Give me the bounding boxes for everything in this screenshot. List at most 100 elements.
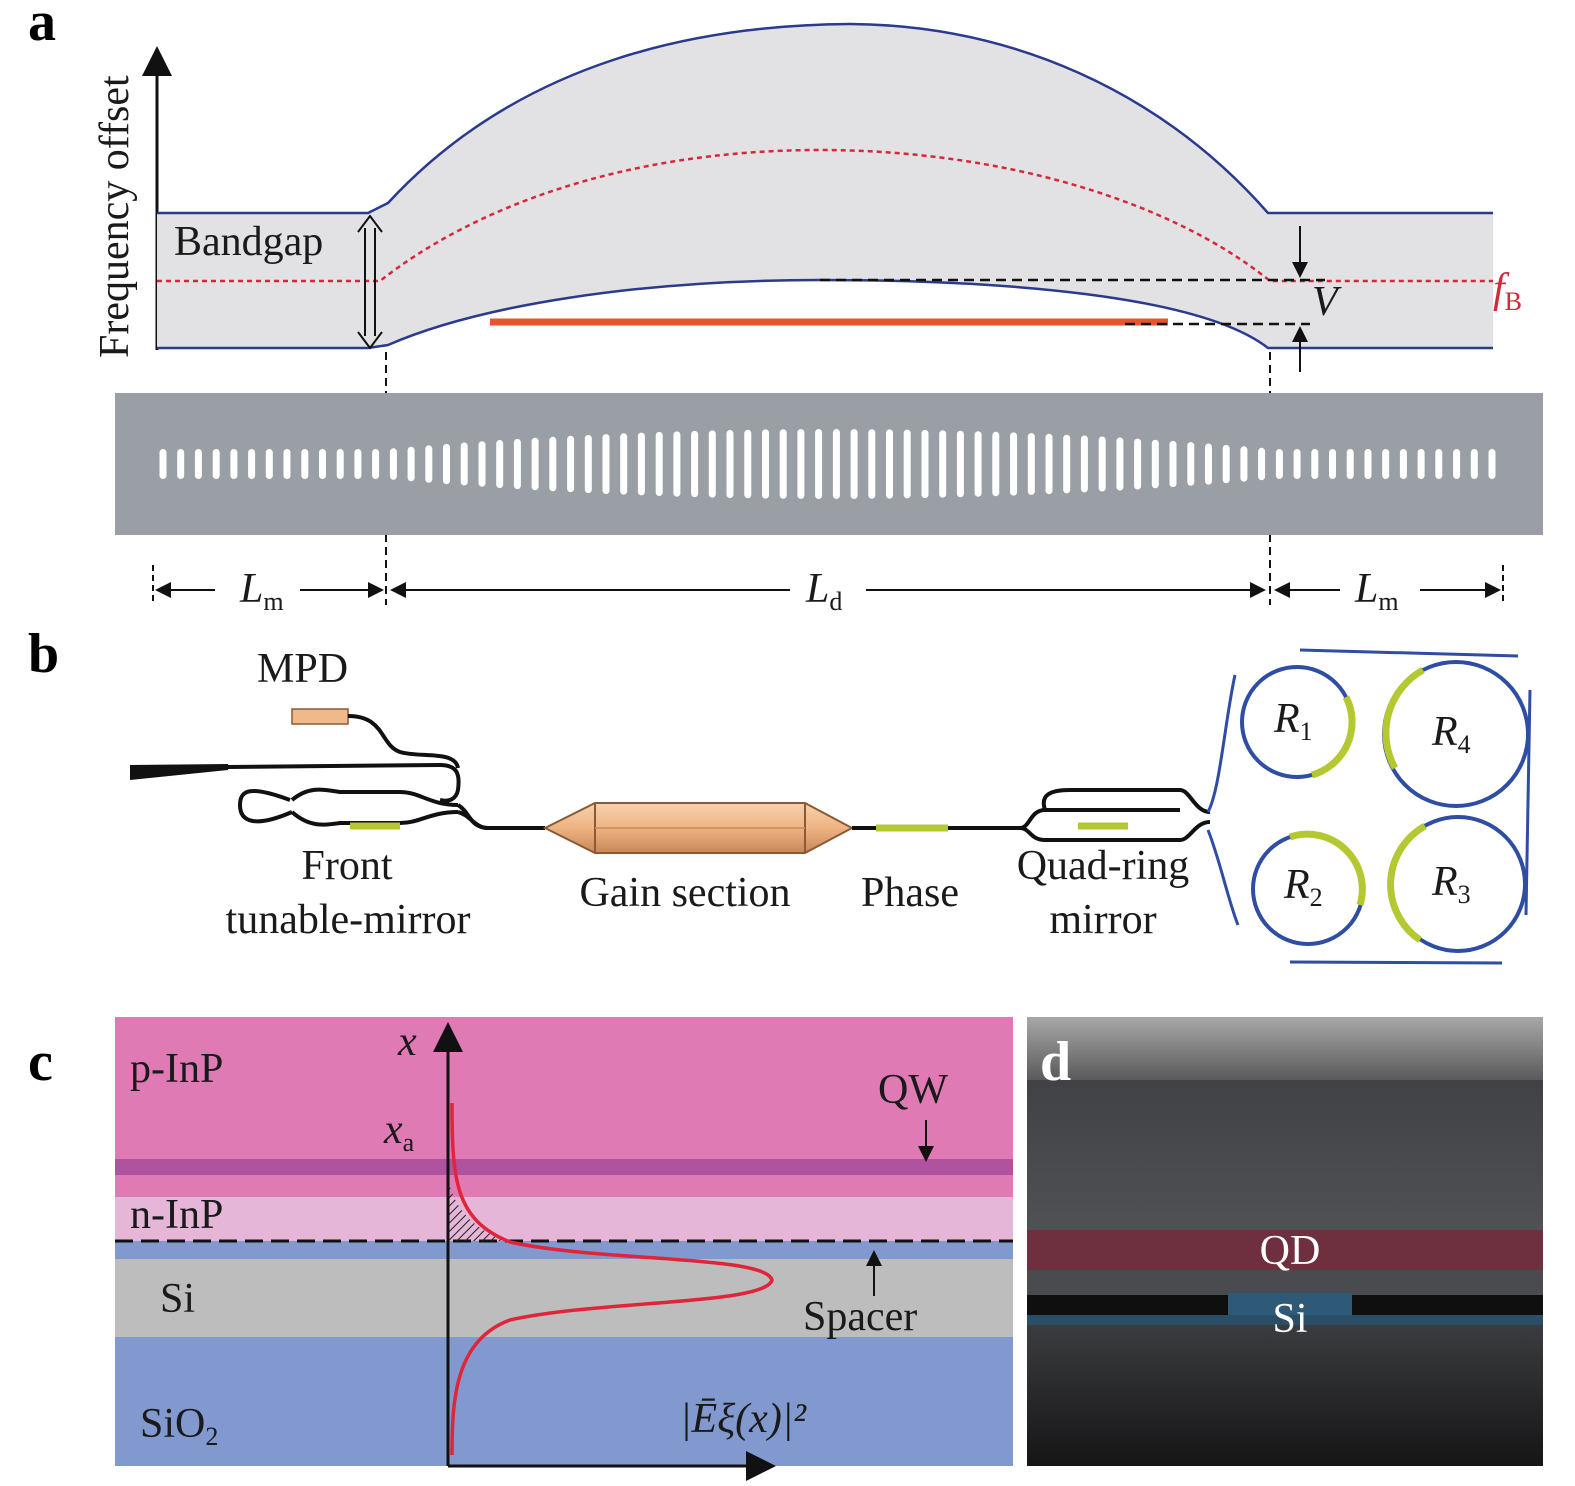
bandgap-arrow xyxy=(357,214,383,350)
air-hole xyxy=(1027,433,1035,495)
air-hole xyxy=(549,436,557,492)
air-hole xyxy=(726,430,734,498)
bandgap-label: Bandgap xyxy=(174,219,323,265)
air-hole xyxy=(283,449,291,479)
gain-section-label: Gain section xyxy=(579,870,790,916)
layer-qw xyxy=(115,1159,1013,1175)
bandgap-region xyxy=(157,24,1493,348)
layer-si xyxy=(115,1259,1013,1337)
upper-band-edge xyxy=(157,22,1493,215)
lm-left-label: Lm xyxy=(239,566,284,616)
sem-interlayer xyxy=(1027,1270,1543,1295)
air-hole xyxy=(1258,447,1266,481)
ring-r2-label: R2 xyxy=(1283,862,1323,912)
panel-c: c p-InP n-InP Si SiO2 x xa QW Spacer |Ē… xyxy=(28,1017,1013,1481)
air-hole xyxy=(301,449,309,479)
air-hole xyxy=(1453,449,1461,479)
quad-ring-assembly xyxy=(1206,648,1532,965)
air-hole xyxy=(1134,438,1142,490)
air-hole xyxy=(159,449,167,479)
air-hole xyxy=(637,432,645,496)
air-hole xyxy=(762,429,769,499)
air-hole xyxy=(1329,449,1336,479)
air-holes xyxy=(159,429,1496,499)
air-hole xyxy=(1417,449,1425,479)
qd-label: QD xyxy=(1260,1228,1321,1274)
air-hole xyxy=(673,431,681,497)
v-label: V xyxy=(1312,279,1342,325)
front-mirror-label-1: Front xyxy=(301,843,392,889)
air-hole xyxy=(708,430,716,498)
layer-p-inp-lower xyxy=(115,1175,1013,1197)
bus-waveguide-bottom xyxy=(1289,960,1503,965)
air-hole xyxy=(1346,449,1354,479)
air-hole xyxy=(567,435,575,493)
sem-top-layer xyxy=(1027,1017,1543,1080)
x-axis-label: x xyxy=(397,1019,417,1065)
air-hole xyxy=(1063,434,1071,494)
bus-waveguide-lower xyxy=(1206,829,1240,926)
phase-label: Phase xyxy=(861,870,959,916)
air-hole xyxy=(655,431,663,496)
lower-band-edge xyxy=(157,278,1493,350)
front-mirror-label-2: tunable-mirror xyxy=(226,897,471,943)
ld-label: Ld xyxy=(805,566,842,616)
layer-p-inp xyxy=(115,1017,1013,1159)
air-hole xyxy=(478,441,486,487)
air-hole xyxy=(513,438,521,490)
ring-r3-label: R3 xyxy=(1431,859,1471,909)
bus-waveguide-upper xyxy=(1206,674,1237,813)
y-axis-label: Frequency offset xyxy=(92,75,138,358)
air-hole xyxy=(815,429,823,499)
air-hole xyxy=(230,449,238,479)
qd-layer xyxy=(1027,1230,1543,1270)
air-hole xyxy=(531,437,539,491)
air-hole xyxy=(584,434,592,494)
air-hole xyxy=(886,429,893,499)
mpd-label: MPD xyxy=(257,646,348,692)
panel-d: d QD Si xyxy=(1027,1017,1543,1466)
sem-substrate xyxy=(1027,1325,1543,1466)
air-hole xyxy=(1080,435,1088,493)
si-waveguide-label: Si xyxy=(1272,1296,1307,1342)
ring-r3-heater xyxy=(1387,822,1427,943)
air-hole xyxy=(1399,449,1407,479)
air-hole xyxy=(1275,449,1283,479)
sem-cladding xyxy=(1027,1080,1543,1230)
air-hole xyxy=(1470,449,1478,479)
length-markers xyxy=(152,565,1504,605)
mode-field-curve xyxy=(450,1102,774,1456)
air-hole xyxy=(496,440,504,488)
air-hole xyxy=(850,429,858,499)
air-hole xyxy=(1151,439,1159,489)
panel-a-label: a xyxy=(28,0,56,53)
xa-label: xa xyxy=(383,1107,415,1157)
photonic-crystal-waveguide xyxy=(115,393,1543,535)
panel-d-label: d xyxy=(1040,1031,1071,1093)
ring-r4-label: R4 xyxy=(1431,709,1471,759)
bus-waveguide-top xyxy=(1299,648,1519,658)
air-hole xyxy=(1382,449,1390,479)
ring-r1-heater xyxy=(1310,695,1356,779)
air-hole xyxy=(407,446,415,482)
air-hole xyxy=(1116,437,1124,491)
air-hole xyxy=(992,431,1000,497)
air-hole xyxy=(974,431,982,497)
air-hole xyxy=(620,433,628,495)
air-hole xyxy=(602,434,610,494)
air-hole xyxy=(1364,449,1372,479)
layer-n-inp xyxy=(115,1197,1013,1241)
quad-ring-label-2: mirror xyxy=(1049,897,1156,943)
air-hole xyxy=(460,442,468,486)
panel-b: b MPD xyxy=(28,623,1532,965)
air-hole xyxy=(212,449,220,479)
air-hole xyxy=(691,430,699,498)
spacer-label: Spacer xyxy=(803,1294,917,1340)
panel-b-label: b xyxy=(28,623,59,685)
ring-r1-label: R1 xyxy=(1273,696,1313,746)
air-hole xyxy=(354,449,362,479)
p-inp-label: p-InP xyxy=(130,1046,223,1092)
air-hole xyxy=(319,449,326,479)
ring-r4-heater xyxy=(1382,666,1425,770)
air-hole xyxy=(1488,449,1496,479)
